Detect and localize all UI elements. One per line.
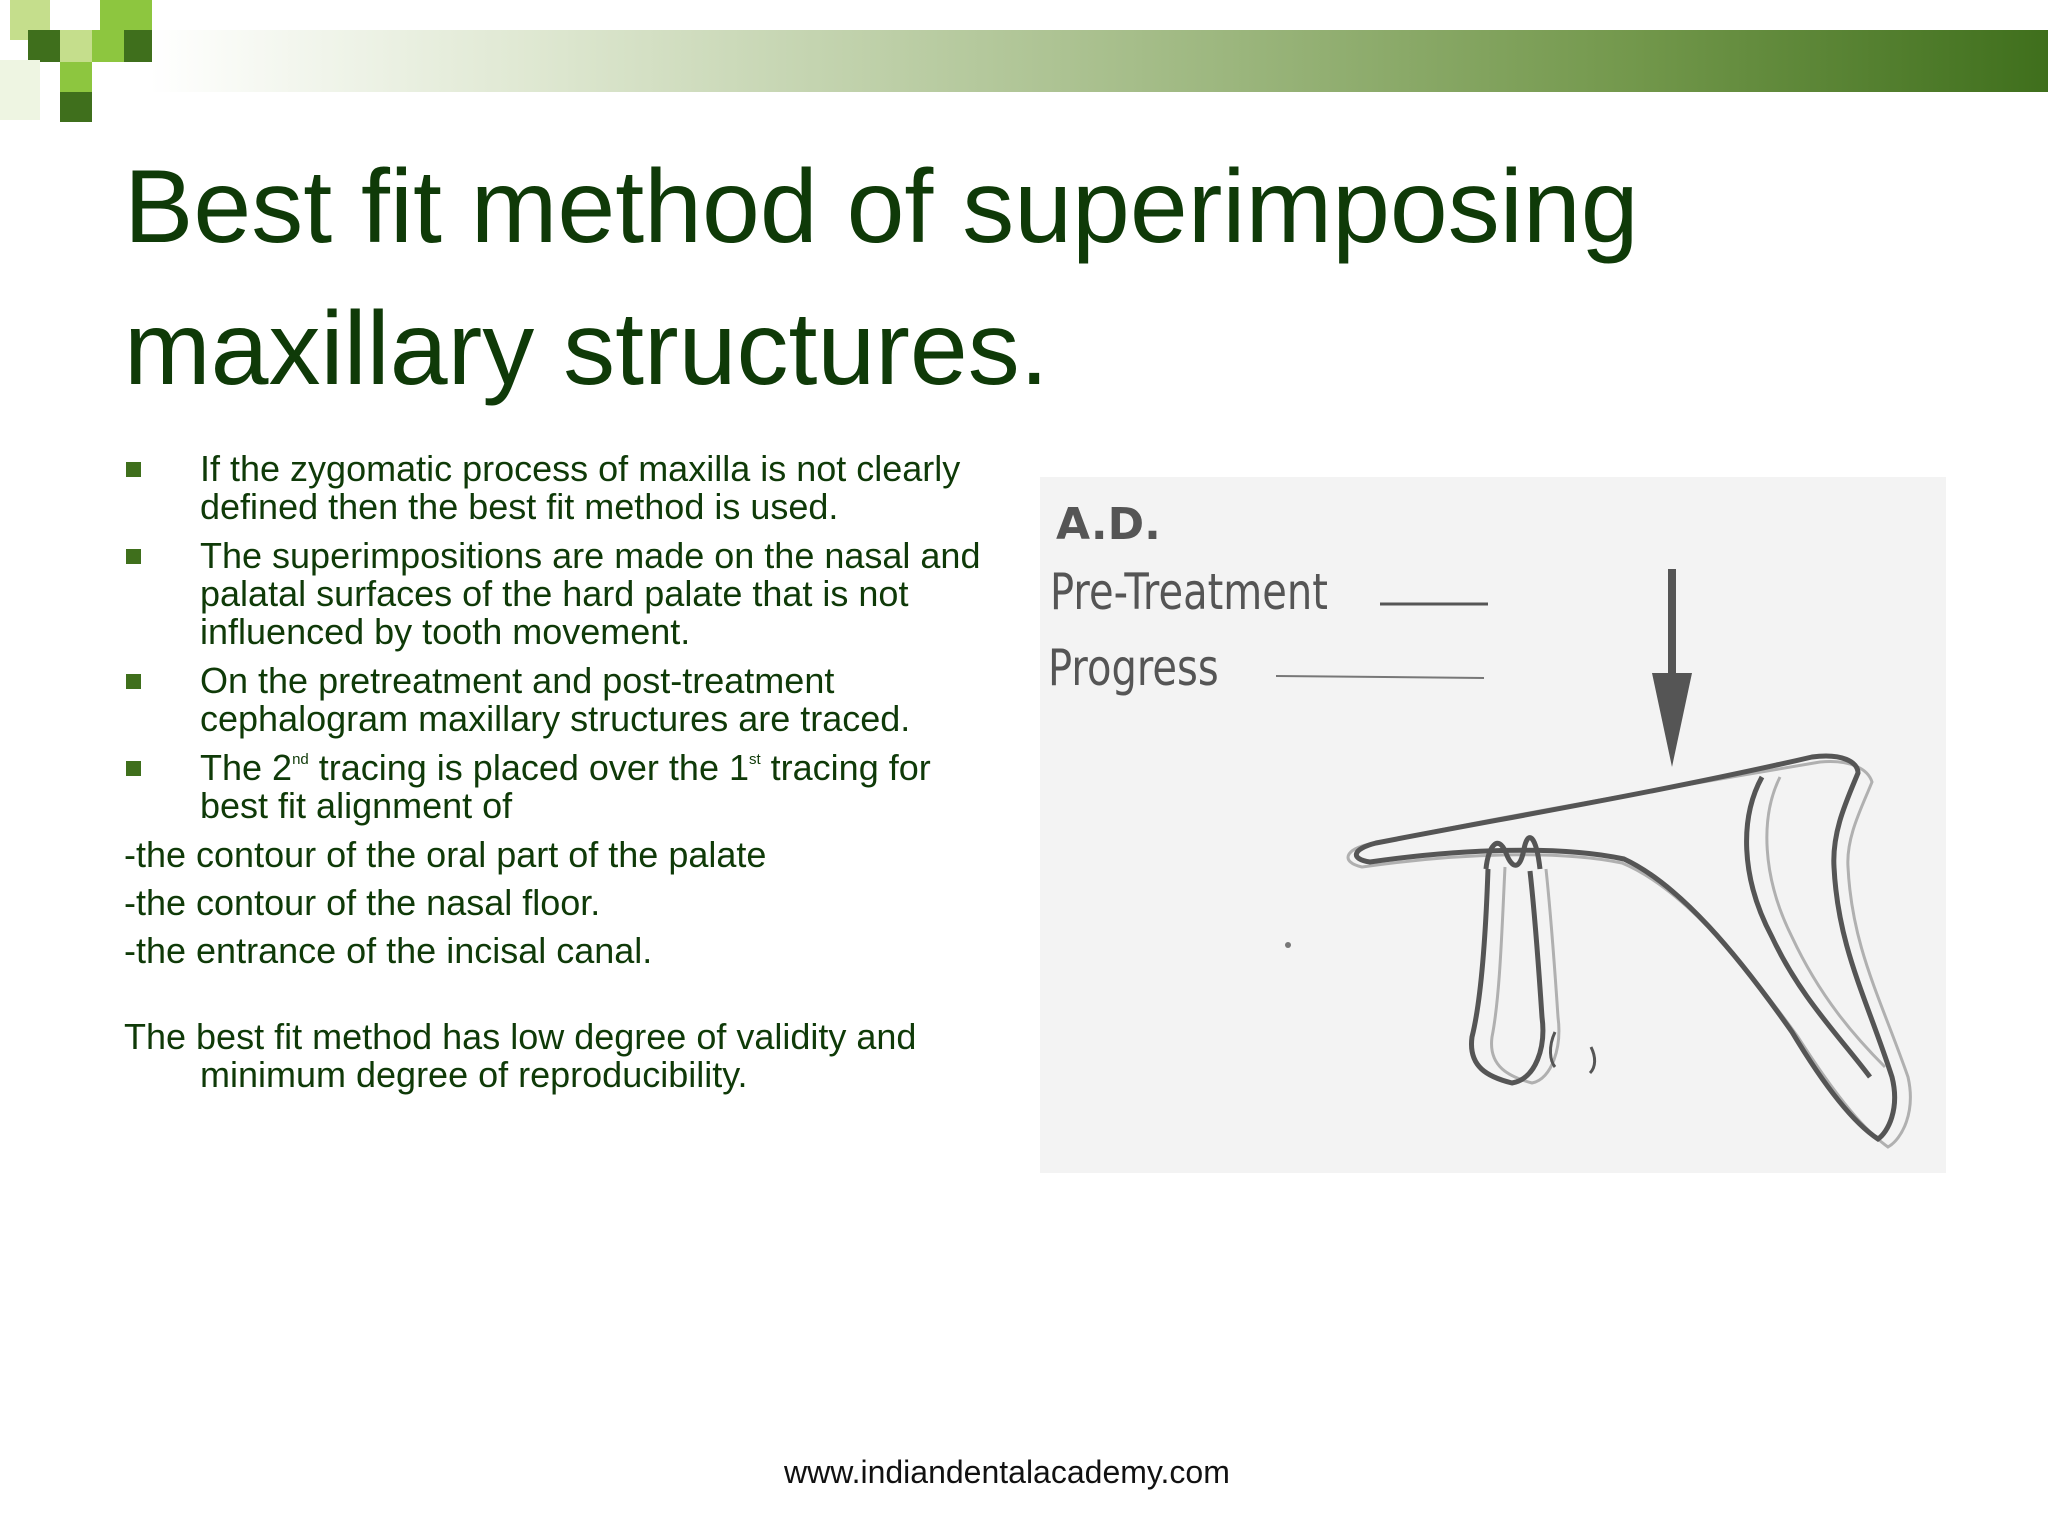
corner-squares-logo bbox=[0, 0, 160, 130]
superscript-st: st bbox=[749, 751, 761, 768]
sub-item-oral-palate: -the contour of the oral part of the pal… bbox=[124, 834, 767, 875]
patient-initials-label: A.D. bbox=[1056, 499, 1161, 550]
superscript-nd: nd bbox=[292, 751, 309, 768]
validity-note: The best fit method has low degree of va… bbox=[124, 1016, 917, 1095]
pretreatment-label: Pre-Treatment bbox=[1050, 563, 1328, 621]
pretreatment-incisor-outline bbox=[1469, 868, 1546, 1086]
square-bullet-icon bbox=[126, 674, 141, 689]
bullet-text-part: tracing for best fit alignment of bbox=[200, 747, 931, 826]
superimposition-tracing-figure: A.D. Pre-Treatment Progress bbox=[1040, 477, 1946, 1173]
slide-body: If the zygomatic process of maxilla is n… bbox=[124, 450, 984, 1094]
progress-incisor-outline bbox=[1490, 866, 1561, 1085]
slide-title: Best fit method of superimposing maxilla… bbox=[124, 136, 1964, 420]
bullet-text: If the zygomatic process of maxilla is n… bbox=[200, 448, 961, 527]
molar-root-outline bbox=[1744, 775, 1872, 1079]
bullet-item: If the zygomatic process of maxilla is n… bbox=[124, 450, 984, 526]
down-arrow-icon bbox=[1652, 673, 1692, 767]
bullet-list: If the zygomatic process of maxilla is n… bbox=[124, 450, 984, 825]
progress-palate-outline bbox=[1346, 759, 1912, 1149]
square-bullet-icon bbox=[126, 462, 141, 477]
bullet-text: On the pretreatment and post-treatment c… bbox=[200, 660, 911, 739]
title-line-2: maxillary structures. bbox=[124, 291, 1049, 407]
bullet-item: The superimpositions are made on the nas… bbox=[124, 537, 984, 651]
footer-url: www.indiandentalacademy.com bbox=[784, 1454, 1230, 1490]
header-gradient-bar bbox=[150, 30, 2048, 92]
sub-item-nasal-floor: -the contour of the nasal floor. bbox=[124, 882, 601, 923]
bullet-item: On the pretreatment and post-treatment c… bbox=[124, 662, 984, 738]
pretreatment-palate-outline bbox=[1354, 753, 1898, 1143]
incisal-canal-outline bbox=[1483, 835, 1543, 870]
root-mark bbox=[1588, 1046, 1597, 1075]
sub-item-incisal-canal: -the entrance of the incisal canal. bbox=[124, 930, 653, 971]
landmark-dot bbox=[1285, 942, 1291, 948]
square-bullet-icon bbox=[126, 549, 141, 564]
bullet-text-part: The 2 bbox=[200, 747, 293, 788]
root-mark bbox=[1549, 1031, 1557, 1068]
progress-molar-outline bbox=[1765, 776, 1887, 1069]
bullet-text: The superimpositions are made on the nas… bbox=[200, 535, 981, 652]
bullet-item: The 2nd tracing is placed over the 1st t… bbox=[124, 749, 984, 825]
tracing-drawing bbox=[1275, 569, 1912, 1149]
square-bullet-icon bbox=[126, 761, 141, 776]
title-line-1: Best fit method of superimposing bbox=[124, 149, 1639, 265]
progress-label: Progress bbox=[1048, 639, 1219, 697]
bullet-text-part: tracing is placed over the 1 bbox=[308, 747, 749, 788]
progress-legend-line bbox=[1275, 675, 1485, 679]
